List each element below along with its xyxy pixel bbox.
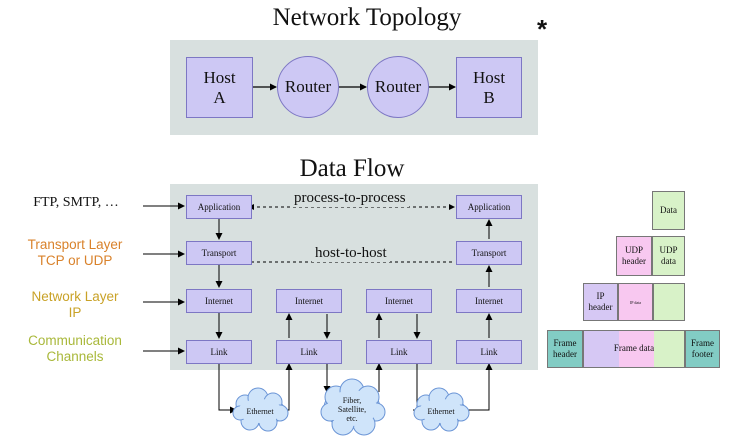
router1-link-box: Link [276, 340, 342, 364]
router2-internet-box: Internet [366, 289, 432, 313]
right-internet-box: Internet [456, 289, 522, 313]
topology-title: Network Topology [272, 4, 462, 31]
router-1: Router [277, 56, 339, 118]
udp-header-block: UDP header [616, 236, 652, 276]
frame-data-purple [584, 331, 619, 367]
ip-data-block: IP data [618, 283, 653, 321]
host-a: Host A [186, 57, 253, 118]
process-to-process-label: process-to-process [291, 190, 409, 207]
left-link-box: Link [186, 340, 252, 364]
frame-data-green [654, 331, 684, 367]
frame-footer-block: Frame footer [685, 330, 720, 368]
frame-header-block: Frame header [547, 330, 583, 368]
left-transport-box: Transport [186, 241, 252, 265]
communication-channels-label: Communication Channels [28, 333, 122, 364]
ip-header-block: IP header [583, 283, 618, 321]
host-to-host-label: host-to-host [312, 245, 390, 262]
router2-to-ethernet-right [413, 364, 418, 411]
application-protocols-label: FTP, SMTP, … [33, 195, 119, 210]
fiber-satellite-label: Fiber, Satellite, etc. [337, 396, 367, 423]
dataflow-title: Data Flow [299, 155, 405, 182]
data-block: Data [652, 191, 685, 230]
right-transport-box: Transport [456, 241, 522, 265]
router-2: Router [367, 56, 429, 118]
frame-data-label: Frame data [613, 343, 655, 353]
left-internet-box: Internet [186, 289, 252, 313]
asterisk: * [537, 14, 548, 44]
frame-data-block: Frame data [583, 330, 685, 368]
ethernet-left-to-router1 [284, 363, 293, 411]
left-application-box: Application [186, 195, 252, 219]
right-application-box: Application [456, 195, 522, 219]
host-b: Host B [456, 57, 522, 118]
ip-data-green-block [653, 283, 685, 321]
udp-data-block: UDP data [652, 236, 685, 276]
router1-internet-box: Internet [276, 289, 342, 313]
ethernet-right-label: Ethernet [427, 407, 455, 416]
link-to-ethernet-left [218, 364, 237, 414]
ethernet-right-to-link [466, 363, 493, 411]
right-link-box: Link [456, 340, 522, 364]
router2-link-box: Link [366, 340, 432, 364]
frame-data-pink [619, 331, 654, 367]
network-layer-label: Network Layer IP [31, 289, 119, 320]
transport-layer-label: Transport Layer TCP or UDP [27, 237, 123, 268]
ethernet-left-label: Ethernet [246, 407, 274, 416]
